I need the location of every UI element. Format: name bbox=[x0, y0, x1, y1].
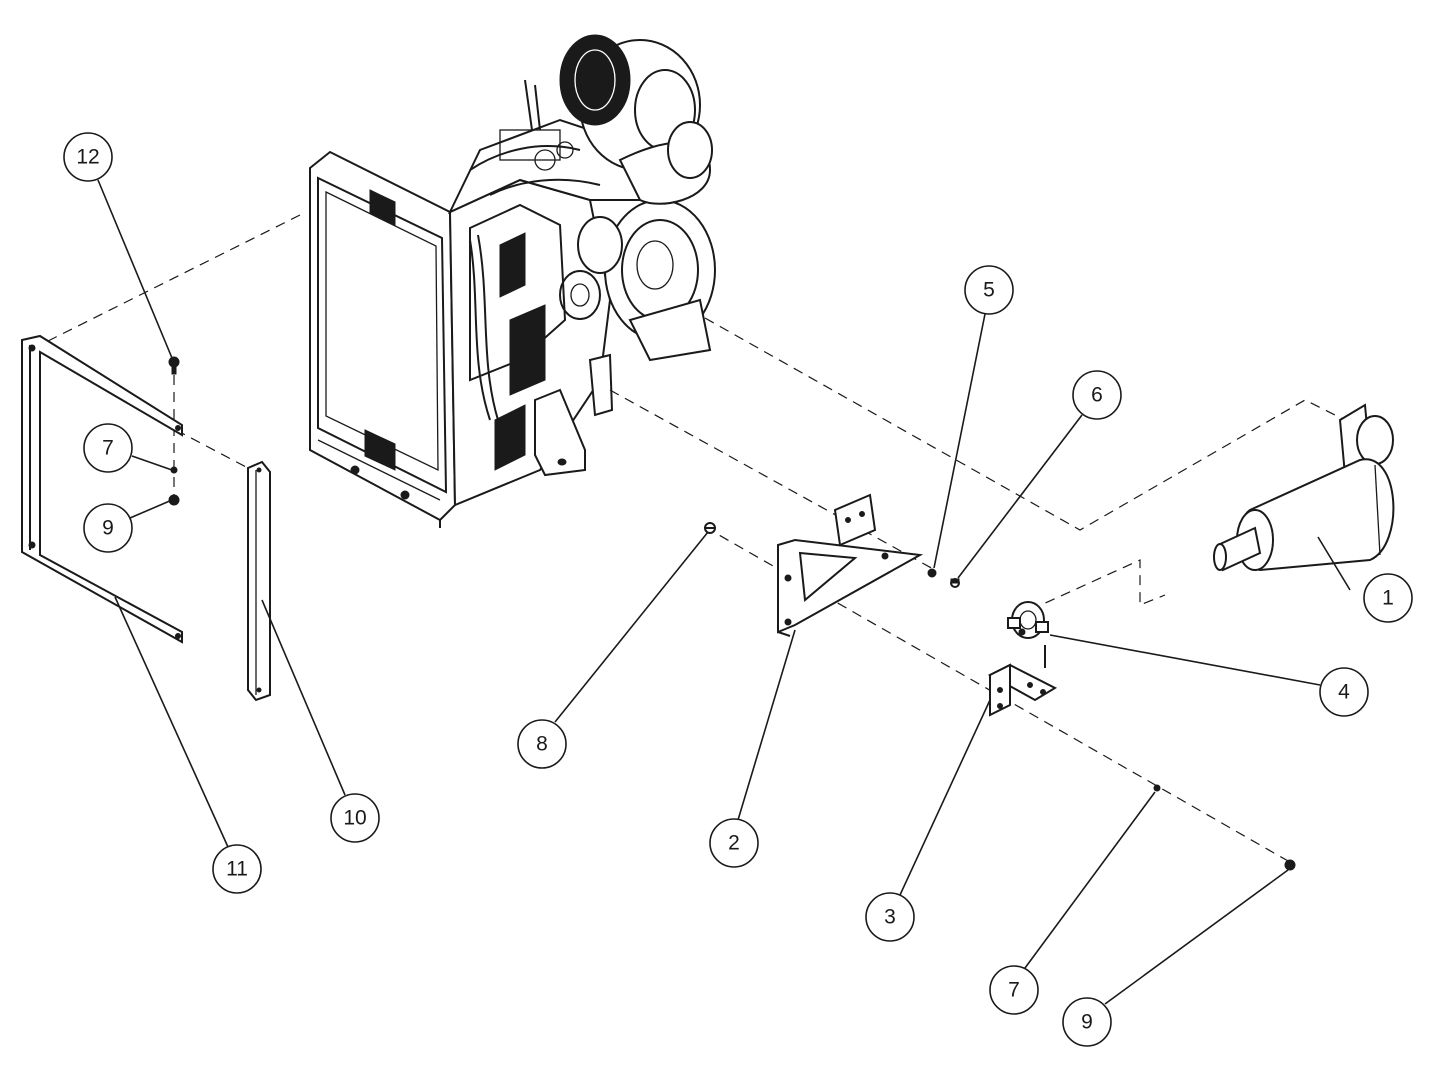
callout-8-label: 8 bbox=[536, 733, 548, 756]
callout-7-left-label: 7 bbox=[102, 437, 114, 460]
callout-2-label: 2 bbox=[728, 832, 740, 855]
callout-11-label: 11 bbox=[226, 858, 248, 881]
part-10-strap bbox=[247, 460, 271, 702]
part-2-bracket bbox=[777, 493, 924, 637]
callout-1 bbox=[1363, 573, 1413, 623]
callout-8 bbox=[517, 719, 567, 769]
callout-7-right bbox=[989, 965, 1039, 1015]
callout-5-label: 5 bbox=[983, 279, 995, 302]
callout-1-label: 1 bbox=[1382, 587, 1394, 610]
assembly-guide-lines bbox=[39, 214, 1346, 866]
callout-3-label: 3 bbox=[884, 906, 896, 929]
callout-9-right-label: 9 bbox=[1081, 1011, 1093, 1034]
callout-4 bbox=[1319, 667, 1369, 717]
part-3-mount bbox=[987, 645, 1058, 717]
fasteners-left bbox=[168, 356, 180, 506]
callout-10-label: 10 bbox=[343, 807, 366, 830]
parts-5-6-fasteners bbox=[927, 568, 960, 588]
callout-12-label: 12 bbox=[76, 146, 99, 169]
fasteners-right bbox=[1153, 784, 1296, 871]
callout-7-right-label: 7 bbox=[1008, 979, 1020, 1002]
engine-radiator-assembly bbox=[309, 34, 716, 528]
part-4-clamp bbox=[1007, 601, 1049, 639]
callout-12 bbox=[63, 132, 113, 182]
callout-2 bbox=[709, 818, 759, 868]
callout-5 bbox=[964, 265, 1014, 315]
callout-4-label: 4 bbox=[1338, 681, 1350, 704]
callout-6-label: 6 bbox=[1091, 384, 1103, 407]
part-1-muffler bbox=[1213, 403, 1395, 572]
callout-11 bbox=[212, 844, 262, 894]
part-8-bolt bbox=[704, 522, 716, 534]
callout-3 bbox=[865, 892, 915, 942]
callout-9-left-label: 9 bbox=[102, 517, 114, 540]
callout-6 bbox=[1072, 370, 1122, 420]
callout-7-left bbox=[83, 423, 133, 473]
callout-10 bbox=[330, 793, 380, 843]
callouts: 1 2 3 4 5 6 7 7 8 9 9 10 bbox=[63, 132, 1413, 1047]
callout-9-right bbox=[1062, 997, 1112, 1047]
part-11-frame bbox=[21, 334, 183, 644]
callout-9-left bbox=[83, 503, 133, 553]
